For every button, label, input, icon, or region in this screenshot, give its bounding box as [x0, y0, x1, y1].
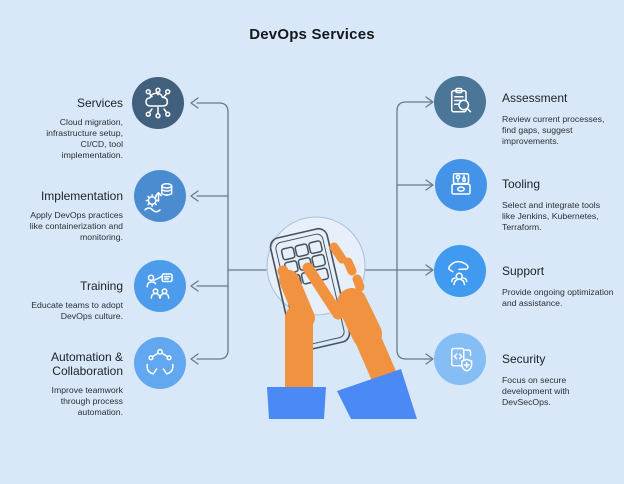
- sleeves: [267, 369, 417, 419]
- services-icon-badge: [132, 77, 184, 129]
- item-description: Improve teamwork through process automat…: [51, 385, 123, 417]
- item-description: Provide ongoing optimization and assista…: [502, 287, 614, 308]
- item-title: Automation & Collaboration: [50, 350, 123, 378]
- right-sleeve: [337, 369, 417, 419]
- item-title: Tooling: [502, 177, 541, 191]
- item-title: Training: [80, 279, 123, 293]
- training-icon-badge: [134, 260, 186, 312]
- assessment-icon-badge: [434, 76, 486, 128]
- item-title: Security: [502, 352, 546, 366]
- service-item-tooling: Tooling Select and integrate tools like …: [502, 177, 620, 233]
- service-item-support: Support Provide ongoing optimization and…: [502, 264, 620, 309]
- service-item-services: Services Cloud migration, infrastructure…: [6, 96, 123, 161]
- item-description: Educate teams to adopt DevOps culture.: [31, 300, 123, 321]
- right-hand: [302, 242, 397, 389]
- hands-connected-nodes-icon: [146, 348, 174, 375]
- service-item-training: Training Educate teams to adopt DevOps c…: [6, 279, 123, 322]
- item-title: Implementation: [40, 189, 123, 203]
- item-description: Select and integrate tools like Jenkins,…: [502, 200, 601, 232]
- clipboard-magnifier-icon: [451, 87, 472, 113]
- item-description: Cloud migration, infrastructure setup, C…: [46, 117, 123, 160]
- item-title: Support: [502, 264, 545, 278]
- left-sleeve: [267, 387, 326, 419]
- caring-hand-icon: [448, 260, 469, 286]
- center-illustration: [266, 216, 417, 419]
- automation-icon-badge: [134, 337, 186, 389]
- item-description: Review current processes, find gaps, sug…: [502, 114, 605, 146]
- gear-database-icon: [144, 183, 173, 213]
- secure-document-shield-icon: [451, 347, 473, 372]
- support-icon-badge: [434, 245, 486, 297]
- service-item-automation-collaboration: Automation & Collaboration Improve teamw…: [6, 350, 123, 418]
- service-item-implementation: Implementation Apply DevOps practices li…: [6, 189, 123, 243]
- page-title: DevOps Services: [249, 26, 375, 43]
- service-item-security: Security Focus on secure development wit…: [502, 352, 620, 408]
- toolbox-icon: [451, 173, 471, 195]
- item-title: Assessment: [502, 91, 568, 105]
- implementation-icon-badge: [134, 170, 186, 222]
- tooling-icon-badge: [435, 159, 487, 211]
- left-hand: [277, 265, 315, 400]
- service-item-assessment: Assessment Review current processes, fin…: [502, 91, 620, 147]
- training-presentation-icon: [146, 273, 173, 299]
- item-description: Apply DevOps practices like containeriza…: [29, 210, 123, 242]
- cloud-network-icon: [145, 87, 171, 119]
- item-description: Focus on secure development with DevSecO…: [502, 375, 570, 407]
- arrowhead-icons: [190, 96, 434, 365]
- item-title: Services: [76, 96, 123, 110]
- security-icon-badge: [434, 333, 486, 385]
- connector-lines: [190, 96, 434, 365]
